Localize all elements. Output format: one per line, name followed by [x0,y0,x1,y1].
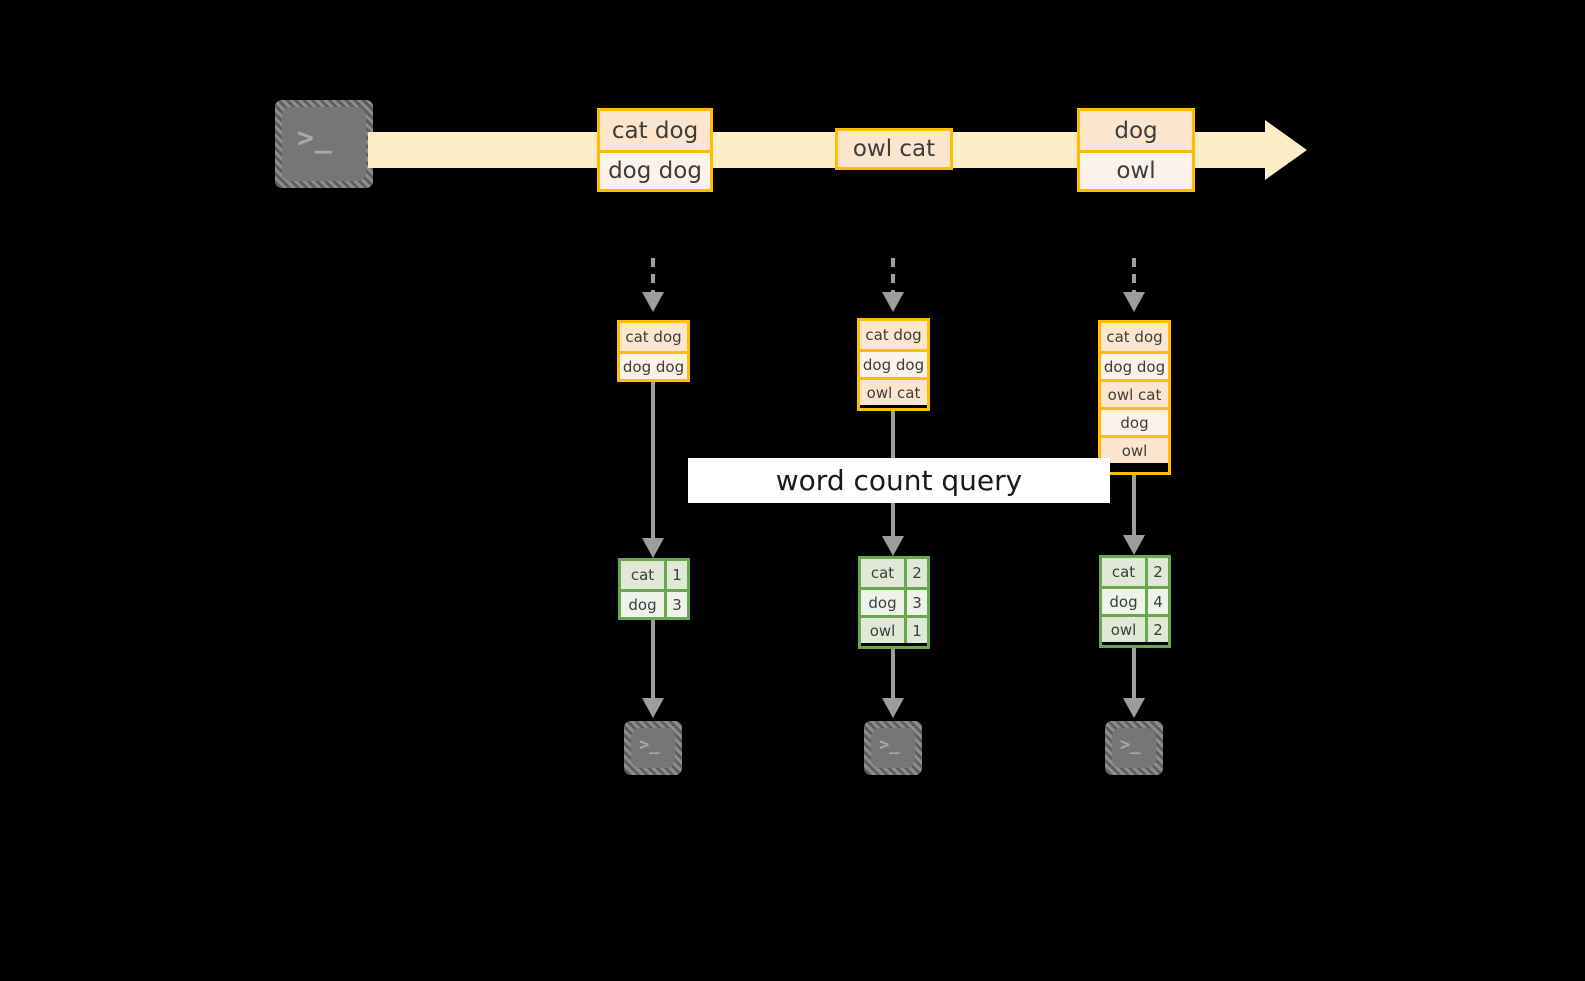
feed-arrow-3-line [1132,258,1136,294]
stream-batch-2: owl cat [835,128,953,170]
query-arrow-2-head [882,536,904,556]
result-word: dog [861,590,904,615]
accumulated-input-3: cat dog dog dog owl cat dog owl [1098,320,1171,475]
sink-arrow-1-head [642,698,664,718]
result-count: 1 [904,618,927,643]
accumulated-input-2-line-2: dog dog [860,349,927,377]
result-table-3-row-2: dog 4 [1102,586,1168,614]
stream-batch-3: dog owl [1077,108,1195,192]
accumulated-input-3-line-5: owl [1101,435,1168,463]
result-table-2-row-1: cat 2 [861,559,927,587]
sink-arrow-3-head [1123,698,1145,718]
accumulated-input-3-line-1: cat dog [1101,323,1168,351]
icon-body [282,107,366,181]
result-table-3-row-3: owl 2 [1102,614,1168,642]
feed-arrow-3-head [1123,292,1145,312]
terminal-prompt-glyph: >_ [639,735,660,755]
result-count: 2 [1145,617,1168,642]
query-arrow-3-line [1132,475,1136,539]
feed-arrow-2-line [891,258,895,294]
result-table-1: cat 1 dog 3 [618,558,690,620]
icon-body [1112,728,1156,768]
stream-batch-2-line-1: owl cat [838,131,950,167]
stream-batch-1: cat dog dog dog [597,108,713,192]
accumulated-input-1-line-1: cat dog [620,323,687,351]
sink-arrow-2-head [882,698,904,718]
query-arrow-3-head [1123,535,1145,555]
icon-body [871,728,915,768]
result-word: owl [1102,617,1145,642]
result-table-1-row-1: cat 1 [621,561,687,589]
result-word: dog [621,592,664,617]
stream-batch-1-line-2: dog dog [600,150,710,189]
stream-batch-3-line-2: owl [1080,150,1192,189]
query-arrow-1-head [642,538,664,558]
result-count: 3 [904,590,927,615]
feed-arrow-1-line [651,258,655,294]
source-terminal-icon: >_ [268,93,380,195]
query-arrow-1-line [651,382,655,542]
result-table-2: cat 2 dog 3 owl 1 [858,556,930,649]
result-count: 3 [664,592,687,617]
feed-arrow-1-head [642,292,664,312]
accumulated-input-2-line-1: cat dog [860,321,927,349]
accumulated-input-1: cat dog dog dog [617,320,690,382]
stream-batch-1-line-1: cat dog [600,111,710,150]
result-count: 2 [1145,558,1168,586]
query-banner: word count query [688,458,1110,503]
query-label: word count query [775,464,1023,497]
terminal-prompt-glyph: >_ [879,735,900,755]
result-table-3-row-1: cat 2 [1102,558,1168,586]
sink-terminal-icon-3: >_ [1098,714,1170,782]
icon-body [631,728,675,768]
accumulated-input-2-line-3: owl cat [860,377,927,405]
result-word: cat [621,561,664,589]
sink-arrow-1-line [651,620,655,702]
accumulated-input-3-line-4: dog [1101,407,1168,435]
feed-arrow-2-head [882,292,904,312]
result-word: dog [1102,589,1145,614]
result-table-2-row-2: dog 3 [861,587,927,615]
result-count: 1 [664,561,687,589]
accumulated-input-3-line-2: dog dog [1101,351,1168,379]
accumulated-input-1-line-2: dog dog [620,351,687,379]
result-count: 4 [1145,589,1168,614]
terminal-prompt-glyph: >_ [297,121,333,154]
result-table-2-row-3: owl 1 [861,615,927,643]
result-count: 2 [904,559,927,587]
result-table-3: cat 2 dog 4 owl 2 [1099,555,1171,648]
result-word: cat [1102,558,1145,586]
accumulated-input-2: cat dog dog dog owl cat [857,318,930,411]
stream-batch-3-line-1: dog [1080,111,1192,150]
accumulated-input-3-line-3: owl cat [1101,379,1168,407]
result-table-1-row-2: dog 3 [621,589,687,617]
sink-terminal-icon-1: >_ [617,714,689,782]
sink-arrow-3-line [1132,648,1136,702]
sink-arrow-2-line [891,649,895,702]
terminal-prompt-glyph: >_ [1120,735,1141,755]
result-word: cat [861,559,904,587]
sink-terminal-icon-2: >_ [857,714,929,782]
stream-arrow-head [1265,120,1307,180]
result-word: owl [861,618,904,643]
